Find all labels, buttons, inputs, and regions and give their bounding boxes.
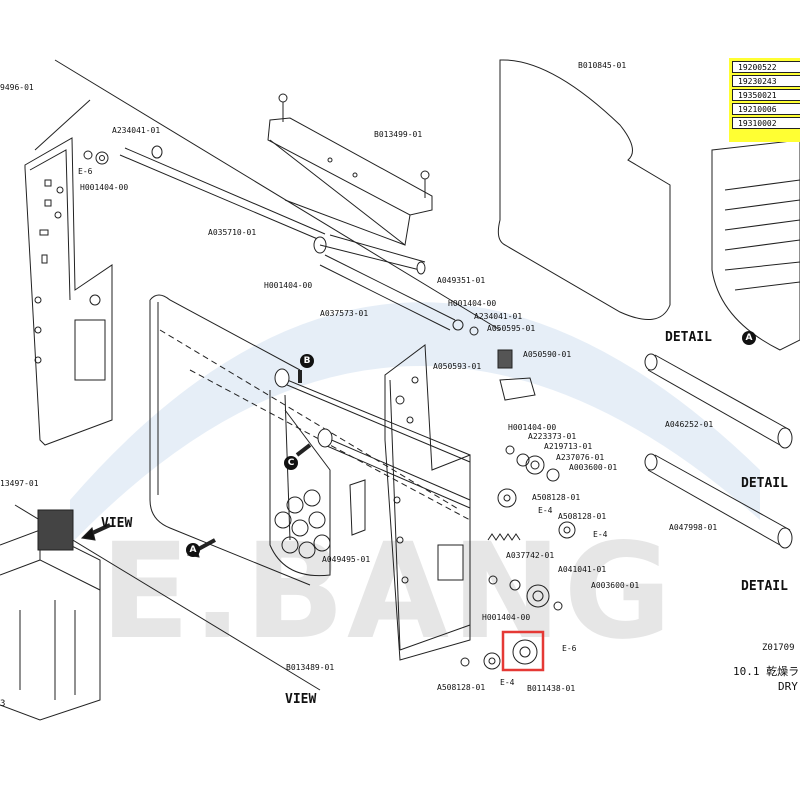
label-a049351: A049351-01 [437, 276, 486, 285]
label-edge-3: 3 [0, 699, 6, 709]
left-side-plate [24, 137, 113, 446]
label-a234041-r: A234041-01 [474, 312, 523, 321]
label-a050593: A050593-01 [433, 362, 482, 371]
detail-heading-a: DETAIL [665, 330, 712, 345]
detail-heading-3: DETAIL [741, 579, 788, 594]
callout-a-detail: A [742, 331, 756, 345]
spring-a037742 [487, 533, 521, 541]
watermark-text: E.BANG [100, 515, 674, 669]
callout-a-view: A [186, 543, 200, 557]
label-a508128-1: A508128-01 [532, 493, 581, 502]
label-b013499: B013499-01 [374, 130, 423, 139]
arrow-c [295, 443, 312, 457]
label-13497: 13497-01 [0, 479, 39, 488]
label-e4-bot: E-4 [500, 678, 515, 687]
perforated-panel [711, 139, 800, 351]
label-a003600-1: A003600-01 [569, 463, 618, 472]
footer-dry: DRY [778, 680, 798, 693]
label-a037573: A037573-01 [320, 309, 369, 318]
roller-a049351 [319, 234, 426, 275]
label-a046252: A046252-01 [665, 420, 714, 429]
label-e6-top: E-6 [78, 167, 93, 176]
dryer-cover-frame [149, 294, 471, 586]
label-h001404-r2: H001404-00 [508, 423, 557, 432]
part-code-table: 19200522 19230243 19350021 19210006 1931… [729, 58, 800, 142]
label-b010845: B010845-01 [578, 61, 627, 70]
part-code: 19200522 [732, 61, 800, 73]
part-code: 19310002 [732, 117, 800, 129]
highlight-box [501, 630, 545, 672]
label-a035710: A035710-01 [208, 228, 257, 237]
label-a050590: A050590-01 [523, 350, 572, 359]
gear-cluster [452, 319, 576, 670]
callout-b: B [300, 354, 314, 368]
view-heading-top: VIEW [101, 516, 133, 531]
label-a508128-bot: A508128-01 [437, 683, 486, 692]
label-h001404-r: H001404-00 [448, 299, 497, 308]
label-a049495: A049495-01 [322, 555, 371, 564]
roller-a046252 [644, 353, 793, 449]
label-a050595: A050595-01 [487, 324, 536, 333]
frame-edge-top [54, 59, 501, 331]
footer-section: 10.1 乾燥ラ [733, 665, 800, 678]
detail-heading-2: DETAIL [741, 476, 788, 491]
label-a223373: A223373-01 [528, 432, 577, 441]
label-a047998: A047998-01 [669, 523, 718, 532]
label-a037742: A037742-01 [506, 551, 555, 560]
cover-b010845 [497, 59, 671, 321]
watermark-swoosh [70, 302, 760, 545]
label-a508128-2: A508128-01 [558, 512, 607, 521]
label-a234041-top: A234041-01 [112, 126, 161, 135]
label-h001404-top: H001404-00 [80, 183, 129, 192]
label-z01709: Z01709 [762, 643, 795, 653]
inner-frame-loop [269, 390, 331, 577]
view-heading-bottom: VIEW [285, 692, 317, 707]
machine-thumbnail [0, 509, 101, 721]
bracket-a049495 [349, 479, 366, 536]
part-code: 19350021 [732, 89, 800, 101]
label-b011438: B011438-01 [527, 684, 576, 693]
label-9496: 9496-01 [0, 83, 34, 92]
label-h001404-bot: H001404-00 [482, 613, 531, 622]
roller-a037573 [319, 254, 456, 331]
part-code: 19230243 [732, 75, 800, 87]
label-a003600-2: A003600-01 [591, 581, 640, 590]
label-a041041: A041041-01 [558, 565, 607, 574]
label-e4-2: E-4 [593, 530, 608, 539]
part-code: 19210006 [732, 103, 800, 115]
right-side-plate [384, 344, 471, 661]
label-e4-1: E-4 [538, 506, 553, 515]
label-b013489: B013489-01 [286, 663, 335, 672]
label-a237076: A237076-01 [556, 453, 605, 462]
label-a219713: A219713-01 [544, 442, 593, 451]
label-h001404-mid: H001404-00 [264, 281, 313, 290]
frame-edge-left [34, 99, 91, 151]
bracket-b013499 [267, 93, 433, 246]
callout-c: C [284, 456, 298, 470]
roller-a047998 [644, 453, 793, 549]
label-e6-bot: E-6 [562, 644, 577, 653]
